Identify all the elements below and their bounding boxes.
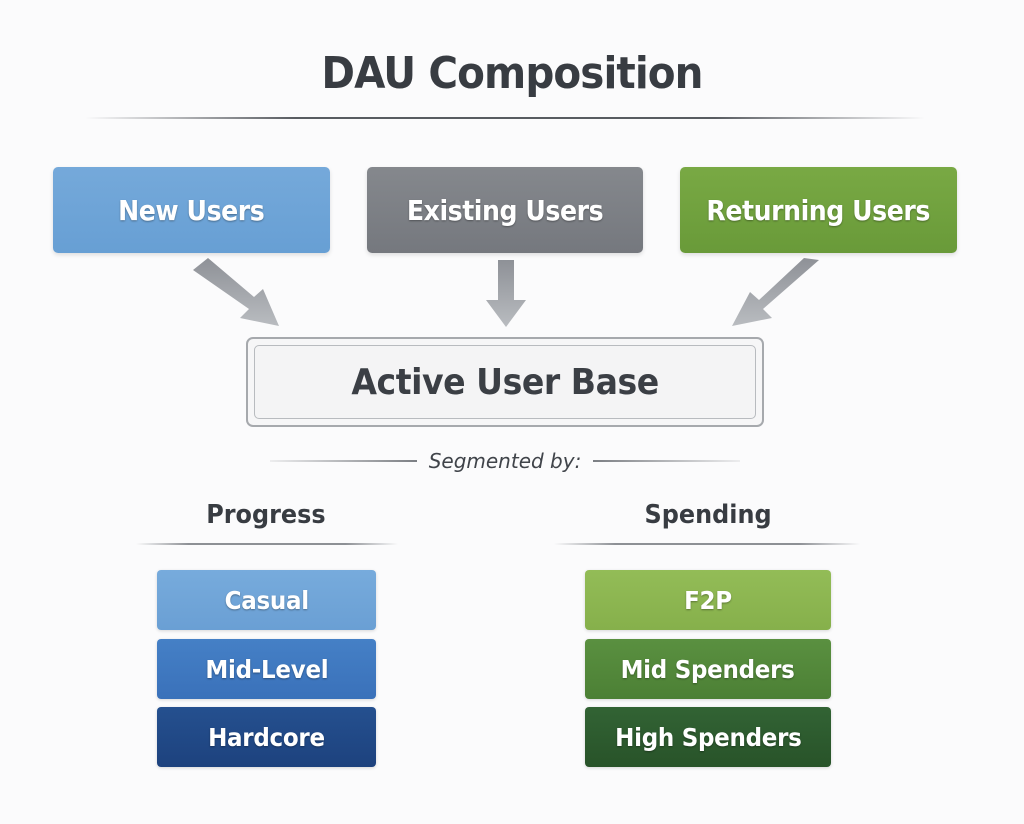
- spending-tier-high-spenders: High Spenders: [585, 707, 831, 767]
- source-box-existing-users: Existing Users: [367, 167, 643, 253]
- segmented-by-line-left: [270, 460, 417, 462]
- title-divider: [85, 117, 925, 119]
- arrow-new-to-active-icon: [193, 258, 279, 326]
- tier-label: High Spenders: [614, 722, 802, 752]
- tier-label: Hardcore: [208, 722, 325, 752]
- progress-heading: Progress: [136, 500, 396, 530]
- arrow-returning-to-active-icon: [732, 258, 819, 326]
- source-box-returning-users: Returning Users: [680, 167, 957, 253]
- progress-divider: [136, 543, 398, 545]
- active-user-base-inner: Active User Base: [254, 345, 756, 419]
- tier-label: Mid Spenders: [620, 654, 796, 684]
- tier-label: F2P: [684, 585, 732, 615]
- source-label: Existing Users: [406, 193, 604, 227]
- source-label: New Users: [118, 193, 265, 227]
- progress-heading-text: Progress: [206, 500, 326, 530]
- spending-heading-text: Spending: [644, 500, 772, 530]
- spending-tier-mid-spenders: Mid Spenders: [585, 639, 831, 699]
- active-user-base-box: Active User Base: [246, 337, 764, 427]
- progress-tier-casual: Casual: [157, 570, 376, 630]
- segmented-by-row: Segmented by:: [270, 448, 741, 474]
- source-box-new-users: New Users: [53, 167, 330, 253]
- active-user-base-label: Active User Base: [351, 361, 659, 403]
- source-label: Returning Users: [706, 193, 931, 227]
- tier-label: Casual: [224, 585, 309, 615]
- spending-heading: Spending: [578, 500, 838, 530]
- segmented-by-label: Segmented by:: [428, 449, 582, 473]
- progress-tier-hardcore: Hardcore: [157, 707, 376, 767]
- spending-divider: [554, 543, 860, 545]
- tier-label: Mid-Level: [204, 654, 329, 684]
- progress-tier-mid-level: Mid-Level: [157, 639, 376, 699]
- spending-tier-f2p: F2P: [585, 570, 831, 630]
- arrow-existing-to-active-icon: [486, 260, 526, 327]
- diagram-title: DAU Composition: [321, 48, 703, 99]
- segmented-by-line-right: [593, 460, 741, 462]
